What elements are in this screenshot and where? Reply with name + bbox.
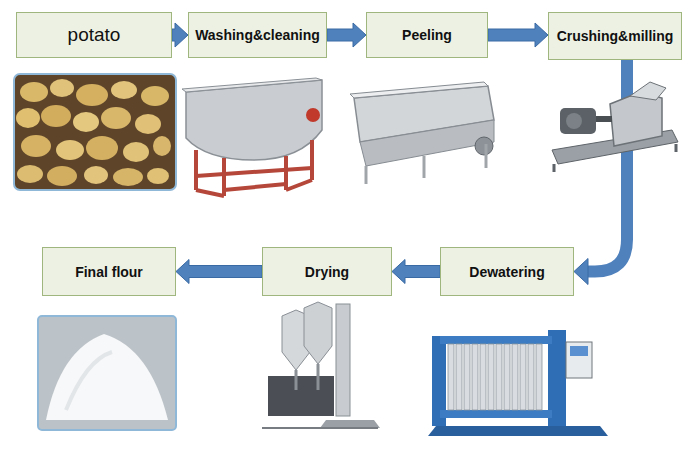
- step-label: Peeling: [402, 27, 452, 43]
- potato-photo: [14, 74, 176, 190]
- washing-machine: [182, 78, 322, 196]
- flour-photo: [38, 316, 176, 430]
- flow-arrow: [172, 23, 188, 47]
- flash-dryer: [262, 302, 380, 428]
- step-label: Drying: [305, 264, 349, 280]
- process-box: Dewatering: [440, 247, 574, 296]
- step-label: potato: [68, 24, 121, 46]
- step-label: Washing&cleaning: [195, 27, 320, 43]
- crusher-machine: [552, 82, 678, 172]
- flow-arrow: [327, 23, 366, 47]
- filter-press: [428, 330, 608, 436]
- process-box: Drying: [262, 247, 392, 296]
- peeling-machine: [350, 82, 494, 184]
- step-label: Dewatering: [469, 264, 544, 280]
- step-label: Final flour: [75, 264, 143, 280]
- process-box: Crushing&milling: [548, 12, 682, 60]
- flow-arrow: [176, 260, 262, 284]
- flow-arrow: [574, 60, 627, 285]
- process-box: Washing&cleaning: [188, 12, 327, 58]
- process-box: Final flour: [42, 247, 176, 296]
- process-box: Peeling: [366, 12, 488, 58]
- flow-arrow: [488, 23, 548, 47]
- step-label: Crushing&milling: [557, 28, 674, 44]
- flow-arrow: [392, 260, 440, 284]
- process-box: potato: [16, 12, 172, 58]
